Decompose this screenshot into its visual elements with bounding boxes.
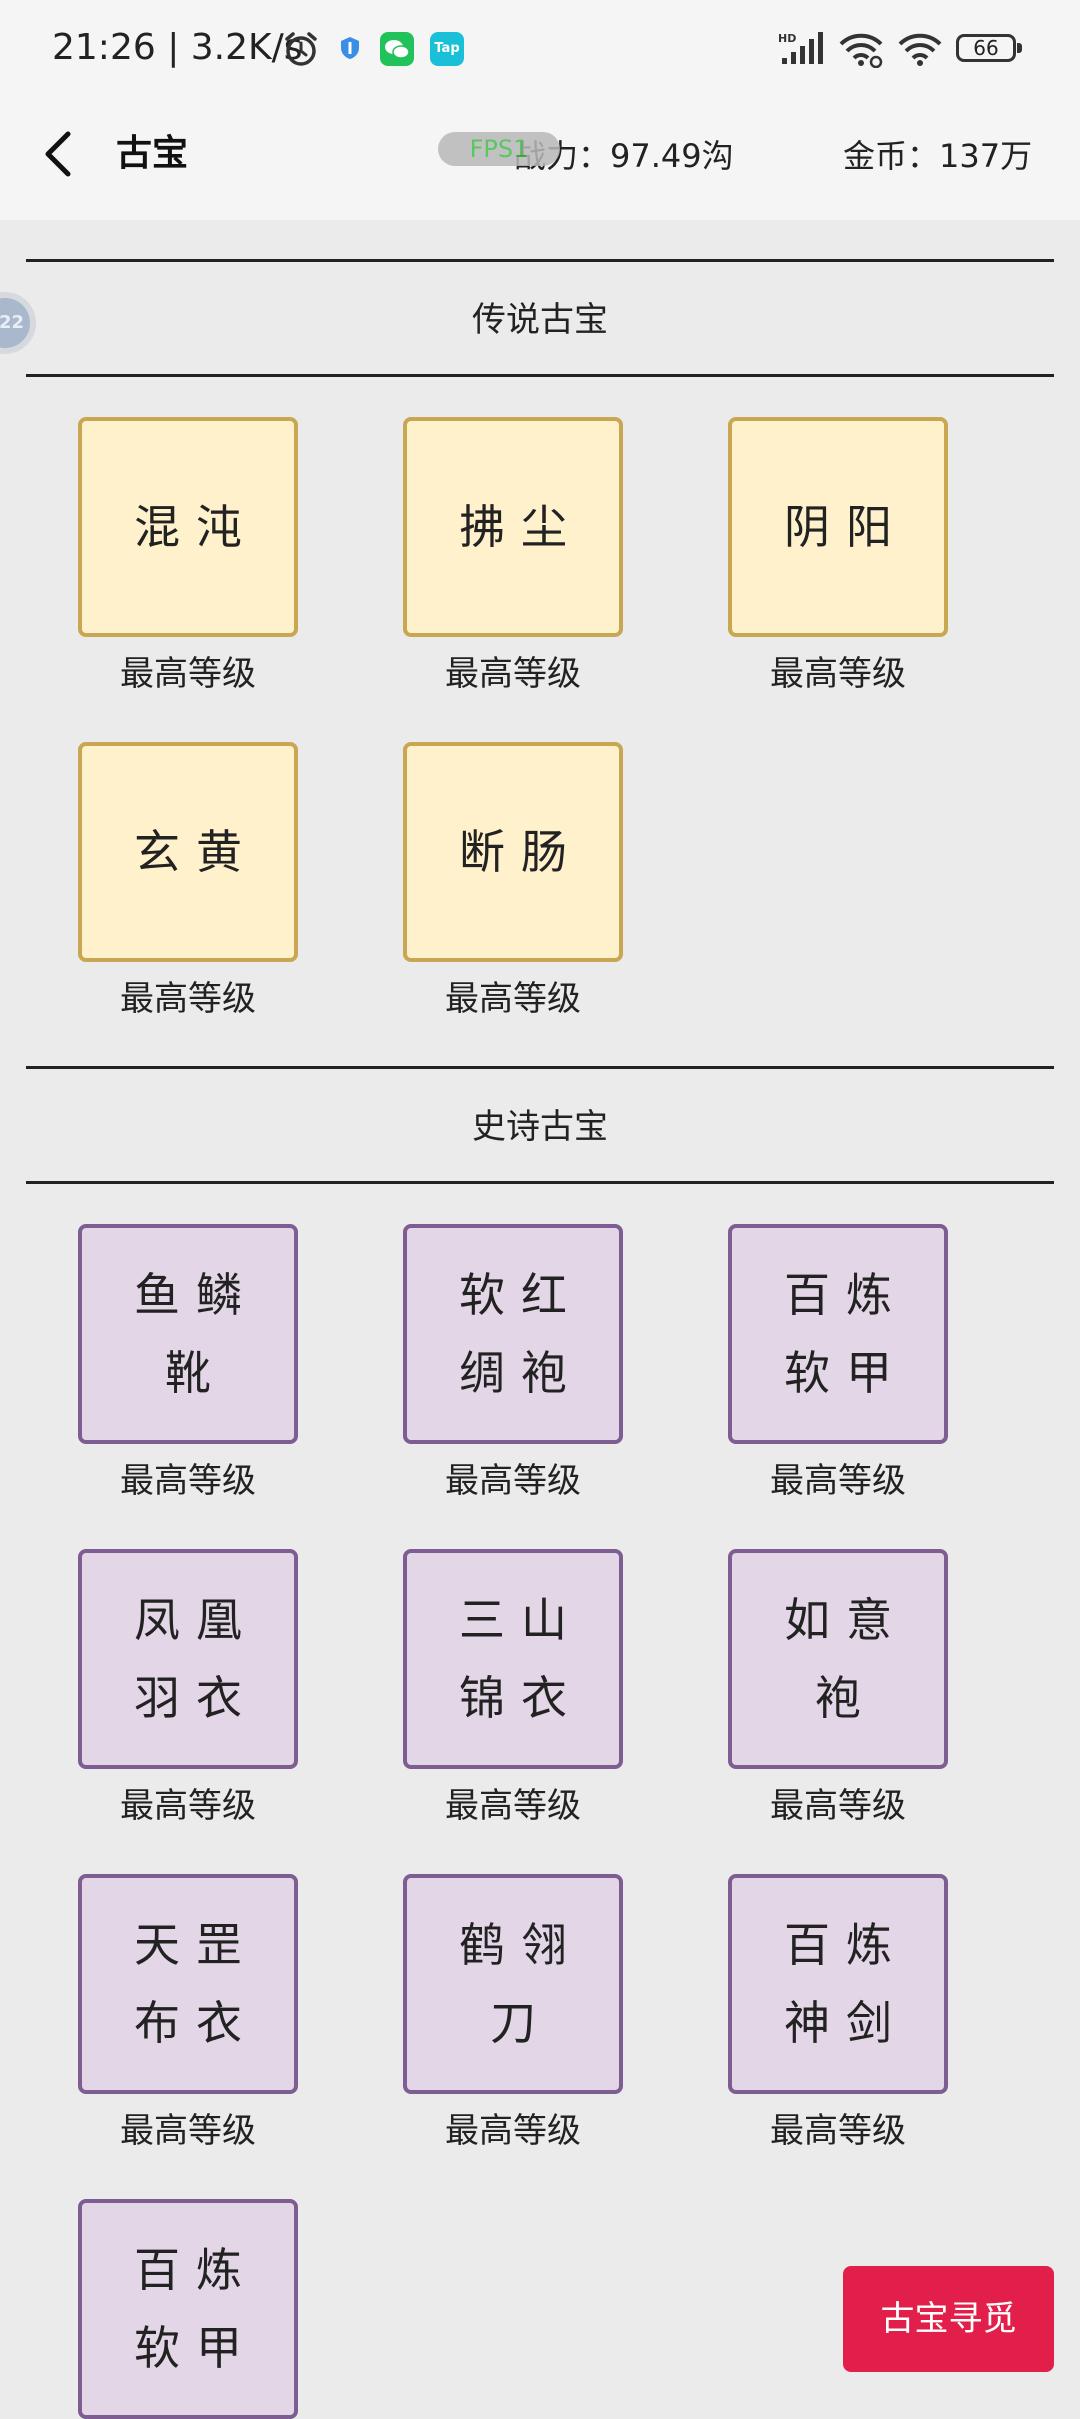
treasure-tile[interactable]: 拂尘 bbox=[403, 417, 623, 637]
section-divider bbox=[26, 1066, 1054, 1069]
treasure-name: 玄黄 bbox=[134, 825, 258, 879]
treasure-item[interactable]: 百炼 软甲 最高等级 bbox=[728, 1224, 948, 1504]
svg-text:HD: HD bbox=[778, 32, 796, 45]
treasure-tile[interactable]: 三山 锦衣 bbox=[403, 1549, 623, 1769]
treasure-level: 最高等级 bbox=[445, 1786, 581, 1826]
treasure-level: 最高等级 bbox=[770, 1461, 906, 1501]
status-bar: 21:26 | 3.2K/s Tap HD 66 bbox=[0, 0, 1080, 96]
treasure-tile[interactable]: 玄黄 bbox=[78, 742, 298, 962]
treasure-name: 三山 bbox=[459, 1593, 583, 1647]
treasure-tile[interactable]: 软红 绸袍 bbox=[403, 1224, 623, 1444]
treasure-tile[interactable]: 鹤翎 刀 bbox=[403, 1874, 623, 2094]
treasure-item[interactable]: 百炼 神剑 最高等级 bbox=[728, 1874, 948, 2154]
treasure-item[interactable]: 三山 锦衣 最高等级 bbox=[403, 1549, 623, 1829]
treasure-item[interactable]: 鱼鳞 靴 最高等级 bbox=[78, 1224, 298, 1504]
treasure-name: 布衣 bbox=[134, 1996, 258, 2050]
treasure-level: 最高等级 bbox=[445, 654, 581, 694]
treasure-name: 软甲 bbox=[784, 1346, 908, 1400]
treasure-level: 最高等级 bbox=[445, 2111, 581, 2151]
treasure-name: 混沌 bbox=[134, 500, 258, 554]
treasure-item[interactable]: 天罡 布衣 最高等级 bbox=[78, 1874, 298, 2154]
treasure-tile[interactable]: 阴阳 bbox=[728, 417, 948, 637]
section-title-epic: 史诗古宝 bbox=[472, 1107, 608, 1147]
status-time-speed: 21:26 | 3.2K/s bbox=[52, 27, 303, 68]
treasure-tile[interactable]: 凤凰 羽衣 bbox=[78, 1549, 298, 1769]
section-divider bbox=[26, 1181, 1054, 1184]
treasure-search-button[interactable]: 古宝寻觅 bbox=[843, 2266, 1054, 2372]
section-divider bbox=[26, 259, 1054, 262]
treasure-item[interactable]: 如意 袍 最高等级 bbox=[728, 1549, 948, 1829]
wifi-link-icon bbox=[839, 33, 883, 68]
page-header: 古宝 FPS1 战力：97.49沟 金币：137万 bbox=[0, 96, 1080, 220]
treasure-name: 鱼鳞 bbox=[134, 1268, 258, 1322]
treasure-item[interactable]: 凤凰 羽衣 最高等级 bbox=[78, 1549, 298, 1829]
battery-icon: 66 bbox=[956, 34, 1022, 62]
treasure-level: 最高等级 bbox=[120, 1461, 256, 1501]
treasure-level: 最高等级 bbox=[120, 654, 256, 694]
treasure-name: 羽衣 bbox=[134, 1671, 258, 1725]
treasure-item[interactable]: 鹤翎 刀 最高等级 bbox=[403, 1874, 623, 2154]
treasure-name: 刀 bbox=[490, 1996, 552, 2050]
treasure-name: 拂尘 bbox=[459, 500, 583, 554]
wechat-icon bbox=[380, 32, 414, 66]
treasure-item[interactable]: 拂尘 最高等级 bbox=[403, 417, 623, 697]
treasure-tile[interactable]: 天罡 布衣 bbox=[78, 1874, 298, 2094]
treasure-item[interactable]: 混沌 最高等级 bbox=[78, 417, 298, 697]
signal-icon: HD bbox=[778, 32, 823, 64]
treasure-name: 软红 bbox=[459, 1268, 583, 1322]
treasure-tile[interactable]: 混沌 bbox=[78, 417, 298, 637]
wifi-icon bbox=[898, 33, 942, 66]
treasure-item[interactable]: 玄黄 最高等级 bbox=[78, 742, 298, 1022]
section-divider bbox=[26, 374, 1054, 377]
treasure-level: 最高等级 bbox=[770, 654, 906, 694]
fps-overlay[interactable]: FPS1 bbox=[438, 132, 560, 166]
treasure-level: 最高等级 bbox=[120, 979, 256, 1019]
treasure-level: 最高等级 bbox=[445, 979, 581, 1019]
treasure-level: 最高等级 bbox=[445, 1461, 581, 1501]
treasure-tile[interactable]: 如意 袍 bbox=[728, 1549, 948, 1769]
treasure-name: 如意 bbox=[784, 1593, 908, 1647]
shield-app-icon bbox=[341, 37, 359, 59]
treasure-name: 断肠 bbox=[459, 825, 583, 879]
treasure-tile[interactable]: 百炼 软甲 bbox=[728, 1224, 948, 1444]
treasure-name: 阴阳 bbox=[784, 500, 908, 554]
section-title-legend: 传说古宝 bbox=[472, 300, 608, 340]
page-title: 古宝 bbox=[116, 133, 189, 174]
treasure-name: 鹤翎 bbox=[459, 1918, 583, 1972]
treasure-name: 凤凰 bbox=[134, 1593, 258, 1647]
treasure-tile[interactable]: 断肠 bbox=[403, 742, 623, 962]
treasure-name: 神剑 bbox=[784, 1996, 908, 2050]
treasure-level: 最高等级 bbox=[120, 1786, 256, 1826]
treasure-name: 天罡 bbox=[134, 1918, 258, 1972]
treasure-name: 百炼 bbox=[784, 1268, 908, 1322]
back-icon[interactable] bbox=[30, 124, 90, 184]
treasure-level: 最高等级 bbox=[120, 2111, 256, 2151]
gold-stat: 金币：137万 bbox=[843, 137, 1033, 175]
treasure-name: 靴 bbox=[165, 1346, 227, 1400]
alarm-icon bbox=[285, 32, 317, 66]
treasure-name: 锦衣 bbox=[459, 1671, 583, 1725]
treasure-item[interactable]: 百炼 软甲 bbox=[78, 2199, 298, 2419]
tap-app-icon: Tap bbox=[430, 32, 464, 66]
treasure-name: 百炼 bbox=[784, 1918, 908, 1972]
treasure-item[interactable]: 断肠 最高等级 bbox=[403, 742, 623, 1022]
treasure-name: 百炼 bbox=[134, 2243, 258, 2297]
treasure-level: 最高等级 bbox=[770, 2111, 906, 2151]
treasure-name: 软甲 bbox=[134, 2321, 258, 2375]
treasure-tile[interactable]: 百炼 神剑 bbox=[728, 1874, 948, 2094]
treasure-tile[interactable]: 鱼鳞 靴 bbox=[78, 1224, 298, 1444]
treasure-item[interactable]: 软红 绸袍 最高等级 bbox=[403, 1224, 623, 1504]
treasure-item[interactable]: 阴阳 最高等级 bbox=[728, 417, 948, 697]
treasure-level: 最高等级 bbox=[770, 1786, 906, 1826]
treasure-name: 绸袍 bbox=[459, 1346, 583, 1400]
treasure-name: 袍 bbox=[815, 1671, 877, 1725]
treasure-tile[interactable]: 百炼 软甲 bbox=[78, 2199, 298, 2419]
